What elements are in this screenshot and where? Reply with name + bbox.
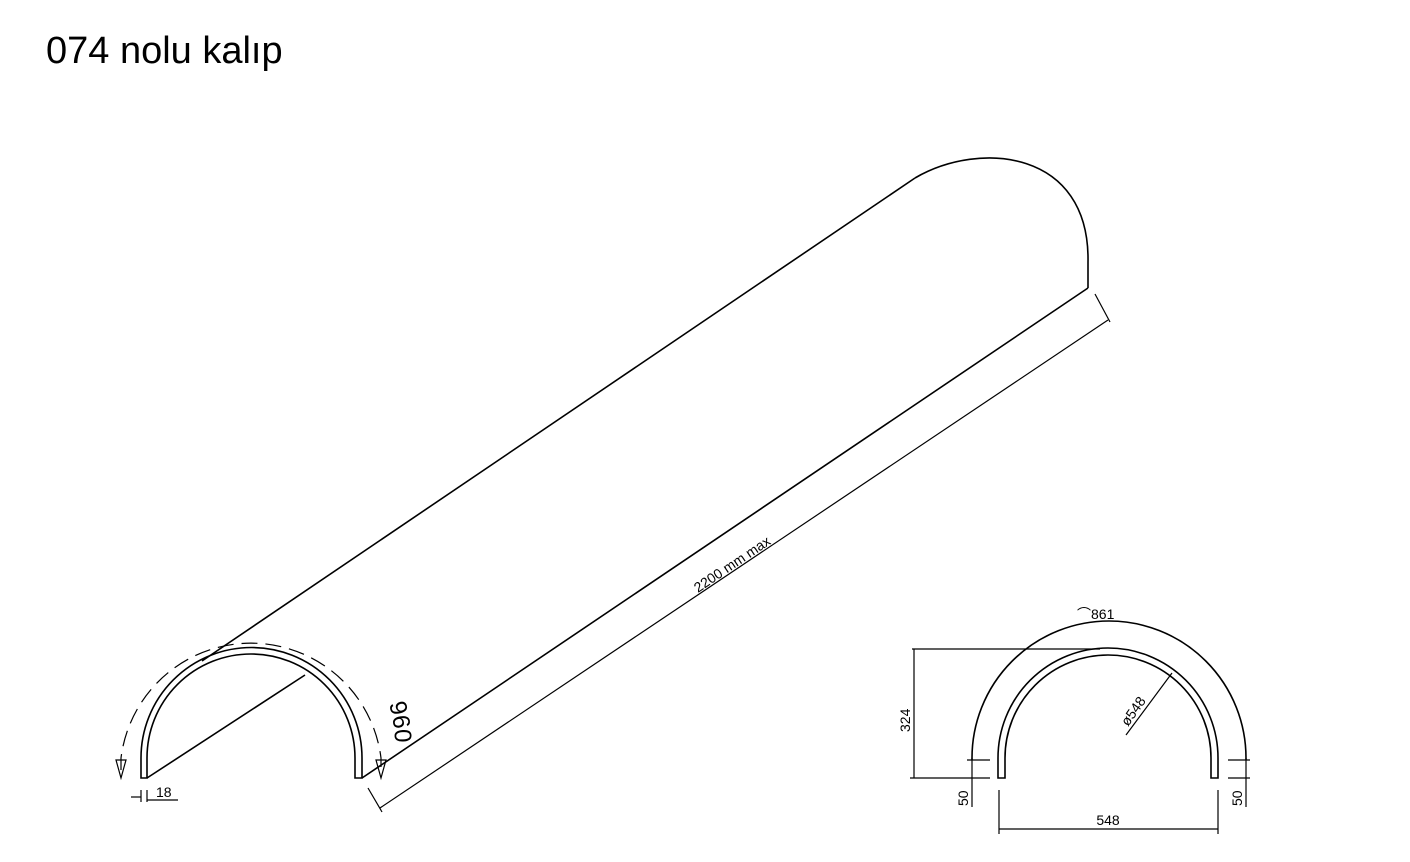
thickness-label: 18: [156, 784, 172, 800]
diameter-leader: [1125, 672, 1173, 736]
arc-dimension-dashed: [120, 642, 382, 770]
section-profile: [997, 647, 1219, 779]
arc-label: ⌒861: [1077, 606, 1115, 622]
leg-left-label: 50: [955, 790, 971, 806]
inner-edge-line: [146, 674, 306, 779]
dim-tick: [367, 787, 383, 813]
length-dimension-line: [379, 319, 1109, 809]
isometric-view: 960 mm max 2200 mm max 18: [0, 0, 1111, 813]
arrow-left-icon: [115, 759, 127, 781]
leg-right-label: 50: [1229, 790, 1245, 806]
width-label: 548: [1096, 812, 1120, 828]
outer-arc: [971, 620, 1247, 760]
arc-length-label: 960 mm max: [0, 0, 416, 743]
far-end-arc: [914, 157, 1089, 288]
section-view: ⌒861 ø548 324 50 50 548: [897, 606, 1250, 834]
dim-tick: [1094, 293, 1111, 323]
profile-outer: [140, 646, 363, 779]
length-label: 2200 mm max: [691, 533, 773, 596]
drawing-title: 074 nolu kalıp: [46, 30, 283, 72]
arrow-right-icon: [375, 759, 387, 781]
bottom-edge-line: [361, 287, 1089, 779]
top-edge-line: [201, 177, 916, 662]
height-label: 324: [897, 708, 913, 732]
